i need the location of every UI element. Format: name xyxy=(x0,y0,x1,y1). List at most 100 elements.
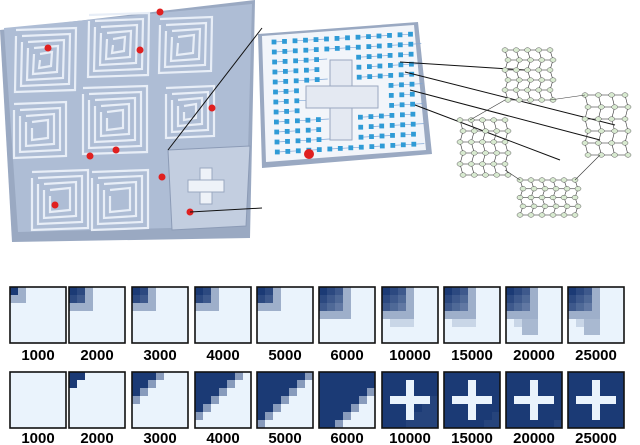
room-node xyxy=(316,147,322,152)
room-node xyxy=(398,72,404,78)
room-node xyxy=(305,117,311,123)
step-label: 5000 xyxy=(268,347,301,364)
room-node xyxy=(376,33,382,39)
step-label: 10000 xyxy=(389,347,431,364)
heatmap-panel xyxy=(131,371,189,429)
room-node xyxy=(316,127,322,132)
room-node xyxy=(348,145,354,151)
room-node xyxy=(274,139,280,145)
graph-node xyxy=(549,57,557,63)
room-node xyxy=(398,52,403,58)
graph-node xyxy=(584,152,592,158)
room-node xyxy=(388,93,394,98)
graph-node xyxy=(611,104,618,110)
graph-node xyxy=(471,128,478,134)
room-node xyxy=(292,48,298,54)
room-node xyxy=(379,113,384,119)
graph-node xyxy=(621,140,629,146)
heatmap-panel xyxy=(567,286,625,344)
room-node xyxy=(356,64,362,70)
zoomed-room xyxy=(258,22,432,168)
graph-node xyxy=(519,186,527,192)
graph-node xyxy=(563,186,571,192)
graph-node xyxy=(608,140,615,146)
room-node xyxy=(377,63,383,69)
graph-node xyxy=(538,212,546,218)
graph-node xyxy=(504,172,512,178)
room-node xyxy=(273,99,279,105)
graph-node xyxy=(624,152,632,158)
graph-node xyxy=(611,152,618,158)
graph-node xyxy=(581,116,589,122)
room-node xyxy=(294,108,300,114)
room-node xyxy=(367,64,372,69)
graph-node xyxy=(513,47,520,53)
step-label: 1000 xyxy=(21,430,54,445)
graph-node xyxy=(516,77,523,83)
graph-node xyxy=(468,161,475,167)
room-node xyxy=(316,137,322,142)
graph-node xyxy=(471,172,478,178)
room-node xyxy=(355,34,361,40)
graph-node xyxy=(608,116,615,122)
room-node xyxy=(334,46,340,51)
room-node xyxy=(285,149,291,154)
graph-node xyxy=(546,67,554,73)
graph-node xyxy=(584,104,592,110)
room-node xyxy=(314,77,320,82)
room-node xyxy=(388,73,394,78)
room-node xyxy=(411,131,416,137)
room-node xyxy=(294,98,300,104)
graph-node xyxy=(501,161,509,167)
graph-node xyxy=(504,128,512,134)
graph-node xyxy=(482,172,489,178)
room-node xyxy=(390,143,396,148)
room-node xyxy=(337,146,343,151)
step-label: 6000 xyxy=(330,347,363,364)
agent-marker xyxy=(304,149,314,159)
graph-node xyxy=(598,104,605,110)
graph-node xyxy=(482,128,489,134)
room-node xyxy=(411,141,417,147)
state-graph xyxy=(456,47,632,218)
graph-node xyxy=(527,194,535,201)
graph-node xyxy=(563,203,571,209)
step-label: 2000 xyxy=(80,430,113,445)
room-node xyxy=(388,63,393,68)
room-node xyxy=(282,49,288,54)
maze-marker xyxy=(208,104,216,112)
heatmap-panel xyxy=(567,371,625,429)
graph-node xyxy=(535,47,542,53)
graph-node xyxy=(490,117,497,123)
graph-node xyxy=(501,47,509,53)
heatmap-row-top xyxy=(9,286,625,344)
graph-node xyxy=(468,139,475,145)
graph-node xyxy=(479,117,486,123)
step-label: 5000 xyxy=(268,430,301,445)
graph-node xyxy=(471,150,478,156)
step-label: 25000 xyxy=(575,347,617,364)
graph-node xyxy=(595,116,602,122)
room-node xyxy=(369,134,374,139)
room-node xyxy=(295,118,300,124)
step-label: 15000 xyxy=(451,347,493,364)
graph-node xyxy=(456,161,464,167)
room-node xyxy=(271,39,277,45)
heatmap-panel xyxy=(381,286,439,344)
room-node xyxy=(313,47,319,52)
room-node xyxy=(387,33,392,38)
room-node xyxy=(389,113,395,118)
room-node xyxy=(399,102,405,108)
room-node xyxy=(376,43,382,49)
graph-node xyxy=(490,161,497,167)
heatmap-panel xyxy=(318,371,376,429)
graph-node xyxy=(504,97,512,103)
room-node xyxy=(292,38,298,44)
room-node xyxy=(295,128,301,134)
graph-node xyxy=(595,140,602,146)
graph-node xyxy=(535,67,542,73)
room-node xyxy=(304,67,309,73)
large-maze xyxy=(0,0,255,242)
